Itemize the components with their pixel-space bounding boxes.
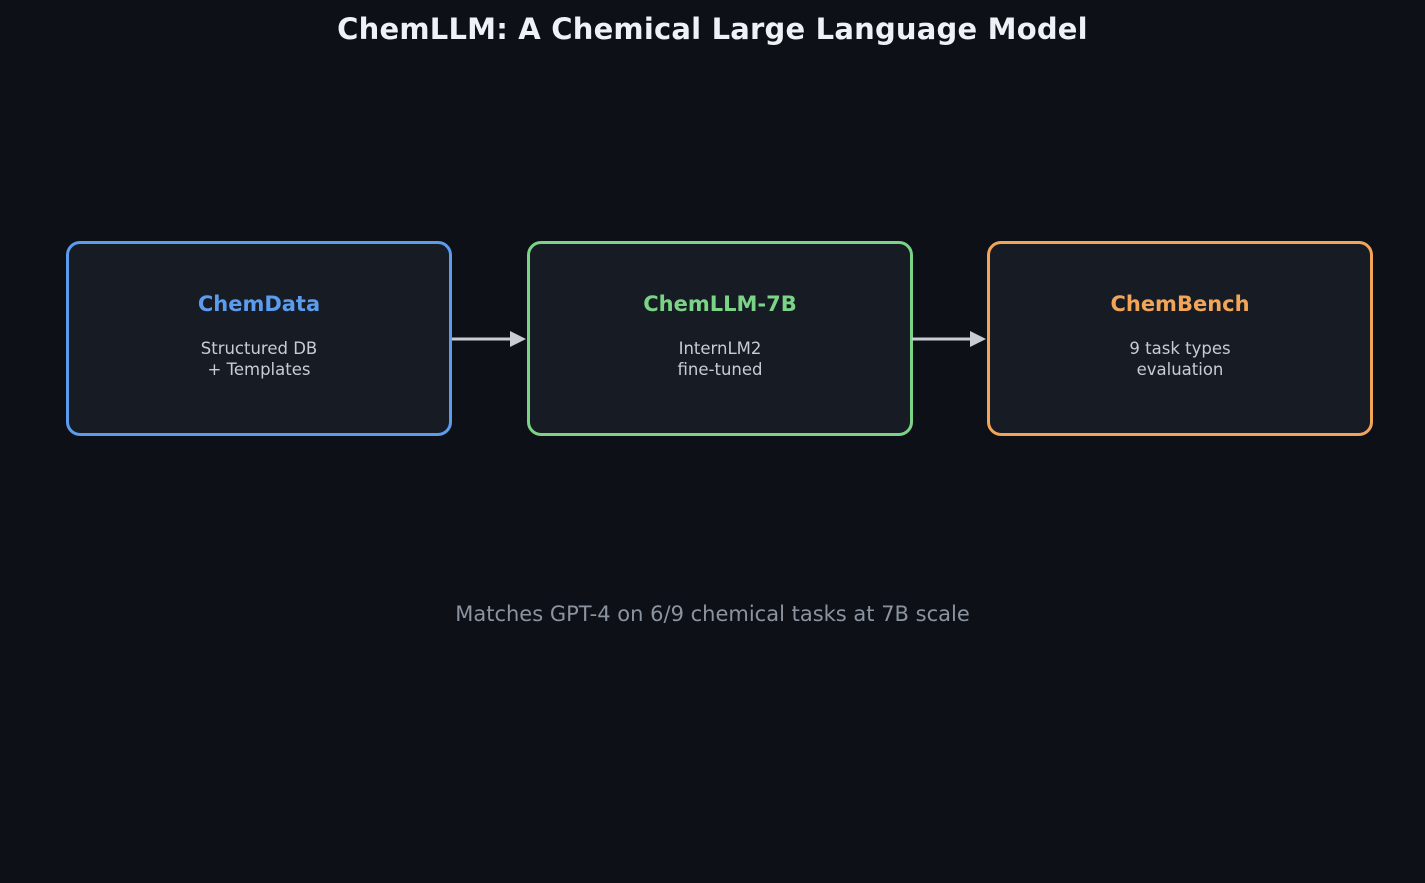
flow-arrow-right-icon: [452, 331, 526, 347]
diagram-caption: Matches GPT-4 on 6/9 chemical tasks at 7…: [455, 602, 970, 626]
node-title: ChemLLM-7B: [643, 292, 797, 316]
node-title: ChemBench: [1110, 292, 1250, 316]
flow-arrow-right-icon: [912, 331, 986, 347]
node-title: ChemData: [197, 292, 321, 316]
node-description: InternLM2 fine-tuned: [677, 339, 763, 379]
node-description: Structured DB + Templates: [200, 339, 318, 379]
diagram-title: ChemLLM: A Chemical Large Language Model: [337, 12, 1088, 46]
flow-node-chemllm-7b: ChemLLM-7B InternLM2 fine-tuned: [527, 241, 913, 436]
flow-node-chemdata: ChemData Structured DB + Templates: [66, 241, 452, 436]
flow-node-chembench: ChemBench 9 task types evaluation: [987, 241, 1373, 436]
node-description: 9 task types evaluation: [1129, 339, 1231, 379]
